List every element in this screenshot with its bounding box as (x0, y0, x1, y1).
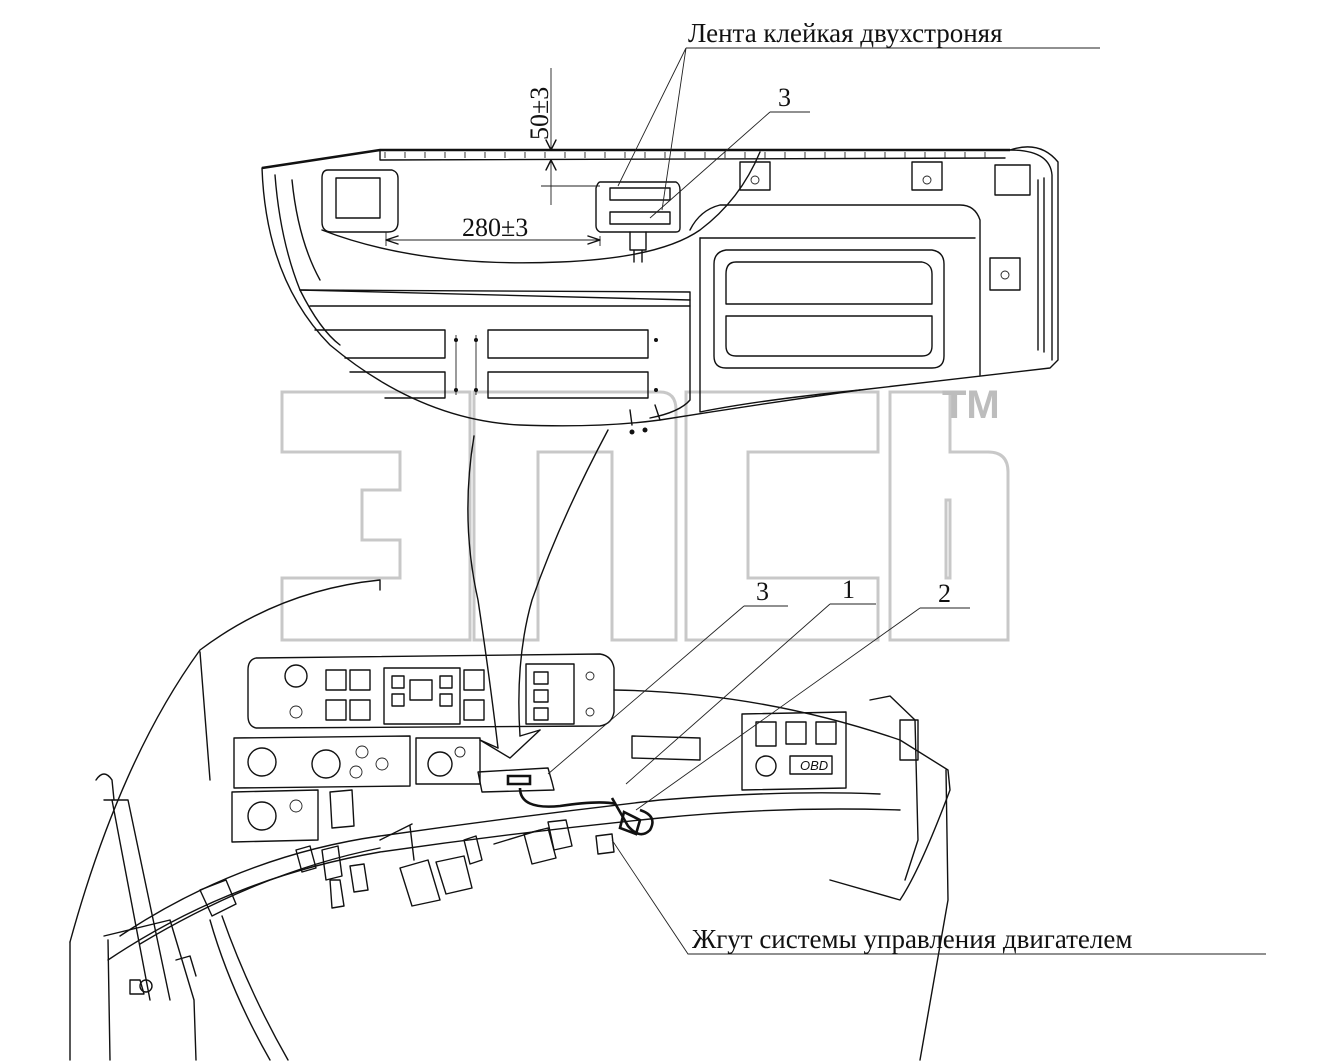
tape-label: Лента клейкая двухстроняя (688, 18, 1003, 48)
watermark-logo: TM (280, 383, 1010, 642)
dimension-horizontal: 280±3 (462, 213, 528, 242)
dimension-vertical: 50±3 (525, 87, 554, 140)
watermark-trademark: TM (942, 383, 1000, 427)
transfer-arrow (467, 429, 609, 759)
top-detail-view: 50±3 280±3 (261, 68, 1059, 435)
callout-bottom-1: 1 (842, 575, 855, 604)
top-callouts: Лента клейкая двухстроняя 3 (617, 18, 1100, 219)
obd-label: OBD (800, 758, 828, 773)
bottom-cab-view: OBD (69, 579, 951, 1061)
callout-top-3: 3 (778, 83, 791, 112)
harness-label: Жгут системы управления двигателем (692, 924, 1132, 954)
callout-bottom-2: 2 (938, 579, 951, 608)
callout-bottom-3: 3 (756, 577, 769, 606)
bottom-callouts: 3 1 2 Жгут системы управления двигателем (547, 575, 1266, 955)
